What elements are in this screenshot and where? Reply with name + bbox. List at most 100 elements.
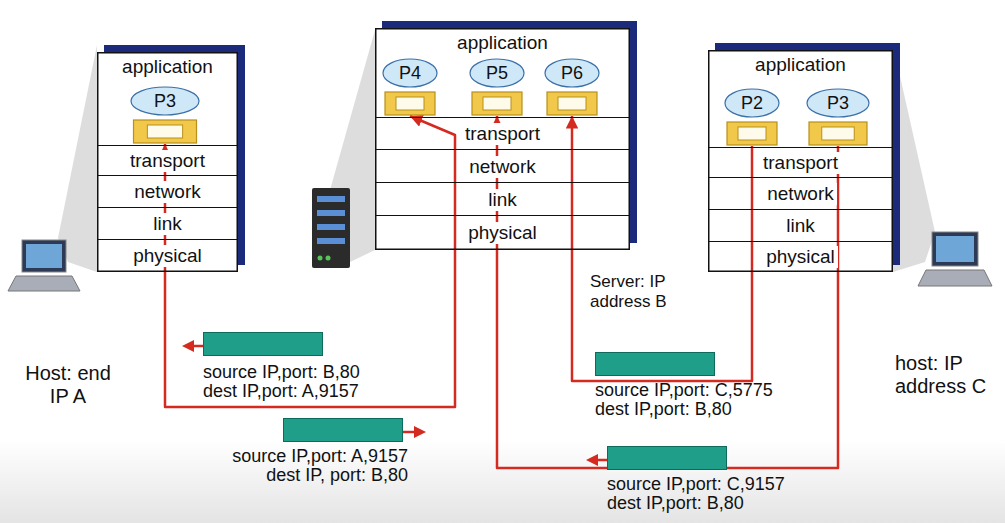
- protocol-layer: network: [708, 178, 893, 210]
- socket-frame: [472, 92, 522, 115]
- header-field: dest IP,port: B,80: [607, 494, 785, 513]
- header-fields: source IP,port: C,5775dest IP,port: B,80: [595, 381, 773, 419]
- layer-label: application: [454, 32, 551, 54]
- header-fields: source IP,port: A,9157dest IP, port: B,8…: [232, 447, 408, 485]
- layer-label: network: [466, 156, 539, 178]
- socket-door: [483, 97, 511, 110]
- arrow-head: [414, 426, 426, 438]
- process-label: P3: [130, 86, 200, 116]
- process-label: P4: [382, 58, 438, 88]
- host-wedge: [58, 45, 97, 272]
- protocol-layer: network: [375, 150, 630, 183]
- process-label: P5: [469, 58, 525, 88]
- demux-connector: [572, 116, 752, 381]
- layer-label: transport: [462, 123, 543, 145]
- socket-frame: [134, 120, 197, 143]
- server-bay: [317, 238, 345, 244]
- socket-door: [822, 127, 854, 140]
- socket-frame: [385, 92, 435, 115]
- host-label: host: IP address C: [895, 352, 997, 398]
- process-label: P6: [544, 58, 600, 88]
- segment-box: source IP,port: C,5775dest IP,port: B,80: [595, 352, 715, 376]
- stack-fill: [708, 50, 893, 272]
- protocol-layer: link: [97, 208, 238, 240]
- process-oval: [807, 89, 869, 117]
- stack-fill: [97, 52, 238, 272]
- header-field: dest IP, port: B,80: [232, 466, 408, 485]
- process-oval: [131, 87, 199, 115]
- laptop-screen: [22, 240, 66, 272]
- process-ellipse: P6: [544, 58, 600, 116]
- process-oval: [383, 59, 437, 87]
- laptop-icon: [918, 232, 992, 286]
- arrow-head: [182, 340, 194, 352]
- arrow-head: [586, 454, 598, 466]
- laptop-display: [936, 236, 974, 262]
- laptop-base: [8, 276, 80, 291]
- header-fields: source IP,port: B,80dest IP,port: A,9157: [203, 363, 360, 401]
- server-icon: [312, 188, 350, 268]
- protocol-layer: physical: [708, 242, 893, 272]
- socket-door: [558, 97, 586, 110]
- connector-group: [165, 116, 838, 468]
- host-label: Host: end IP A: [18, 362, 118, 408]
- header-field: source IP,port: C,5775: [595, 381, 773, 400]
- segment-box: source IP,port: A,9157dest IP, port: B,8…: [283, 418, 403, 442]
- layer-label: network: [764, 183, 837, 205]
- protocol-layer: applicationP2 P3: [708, 50, 893, 148]
- protocol-stack: host: IP address CapplicationP2P3transpo…: [708, 50, 893, 272]
- server-bay: [317, 210, 345, 216]
- socket-frame: [547, 92, 597, 115]
- layer-label: physical: [130, 245, 205, 267]
- segment-arrow: [586, 454, 607, 466]
- process-ellipse: P3: [806, 88, 870, 146]
- server-body: [312, 188, 350, 268]
- laptop-screen: [932, 232, 978, 266]
- layer-label: application: [119, 56, 216, 78]
- host-label: Server: IP address B: [590, 272, 682, 311]
- process-label: P3: [806, 88, 870, 118]
- header-field: source IP,port: A,9157: [232, 447, 408, 466]
- segment-box: source IP,port: C,9157dest IP,port: B,80: [607, 446, 727, 470]
- layer-label: physical: [763, 246, 838, 268]
- laptop-display: [26, 244, 62, 268]
- process-oval: [725, 89, 779, 117]
- protocol-layer: transport: [97, 146, 238, 176]
- protocol-stack: Server: IP address BapplicationP4P5P6tra…: [375, 28, 630, 250]
- process-oval: [545, 59, 599, 87]
- layer-label: network: [131, 181, 204, 203]
- demux-connector: [165, 116, 455, 407]
- header-fields: source IP,port: C,9157dest IP,port: B,80: [607, 475, 785, 513]
- layer-label: transport: [127, 150, 208, 172]
- socket-frame: [809, 122, 867, 145]
- header-field: source IP,port: C,9157: [607, 475, 785, 494]
- process-ellipse: P3: [130, 86, 200, 144]
- protocol-layer: physical: [375, 216, 630, 250]
- protocol-layer: transport: [708, 148, 893, 178]
- layer-label: transport: [760, 152, 841, 174]
- socket-door: [396, 97, 424, 110]
- socket-door: [738, 127, 766, 140]
- process-label: P2: [724, 88, 780, 118]
- process-ellipse: P2: [724, 88, 780, 146]
- layer-label: link: [485, 189, 520, 211]
- header-field: source IP,port: B,80: [203, 363, 360, 382]
- protocol-stack: Host: end IP AapplicationP3transportnetw…: [97, 52, 238, 272]
- protocol-layer: applicationP4 P5 P6: [375, 28, 630, 118]
- layer-label: link: [150, 213, 185, 235]
- stack-fill: [375, 28, 630, 250]
- layer-label: application: [752, 54, 849, 76]
- process-ellipse: P4: [382, 58, 438, 116]
- layer-label: link: [783, 215, 818, 237]
- process-ellipse: P5: [469, 58, 525, 116]
- protocol-layer: network: [97, 176, 238, 208]
- server-bay: [317, 224, 345, 230]
- laptop-icon: [8, 240, 80, 291]
- protocol-layer: physical: [97, 240, 238, 272]
- protocol-layer: link: [375, 183, 630, 216]
- protocol-layer: transport: [375, 118, 630, 150]
- protocol-layer: link: [708, 210, 893, 242]
- server-bay: [317, 196, 345, 202]
